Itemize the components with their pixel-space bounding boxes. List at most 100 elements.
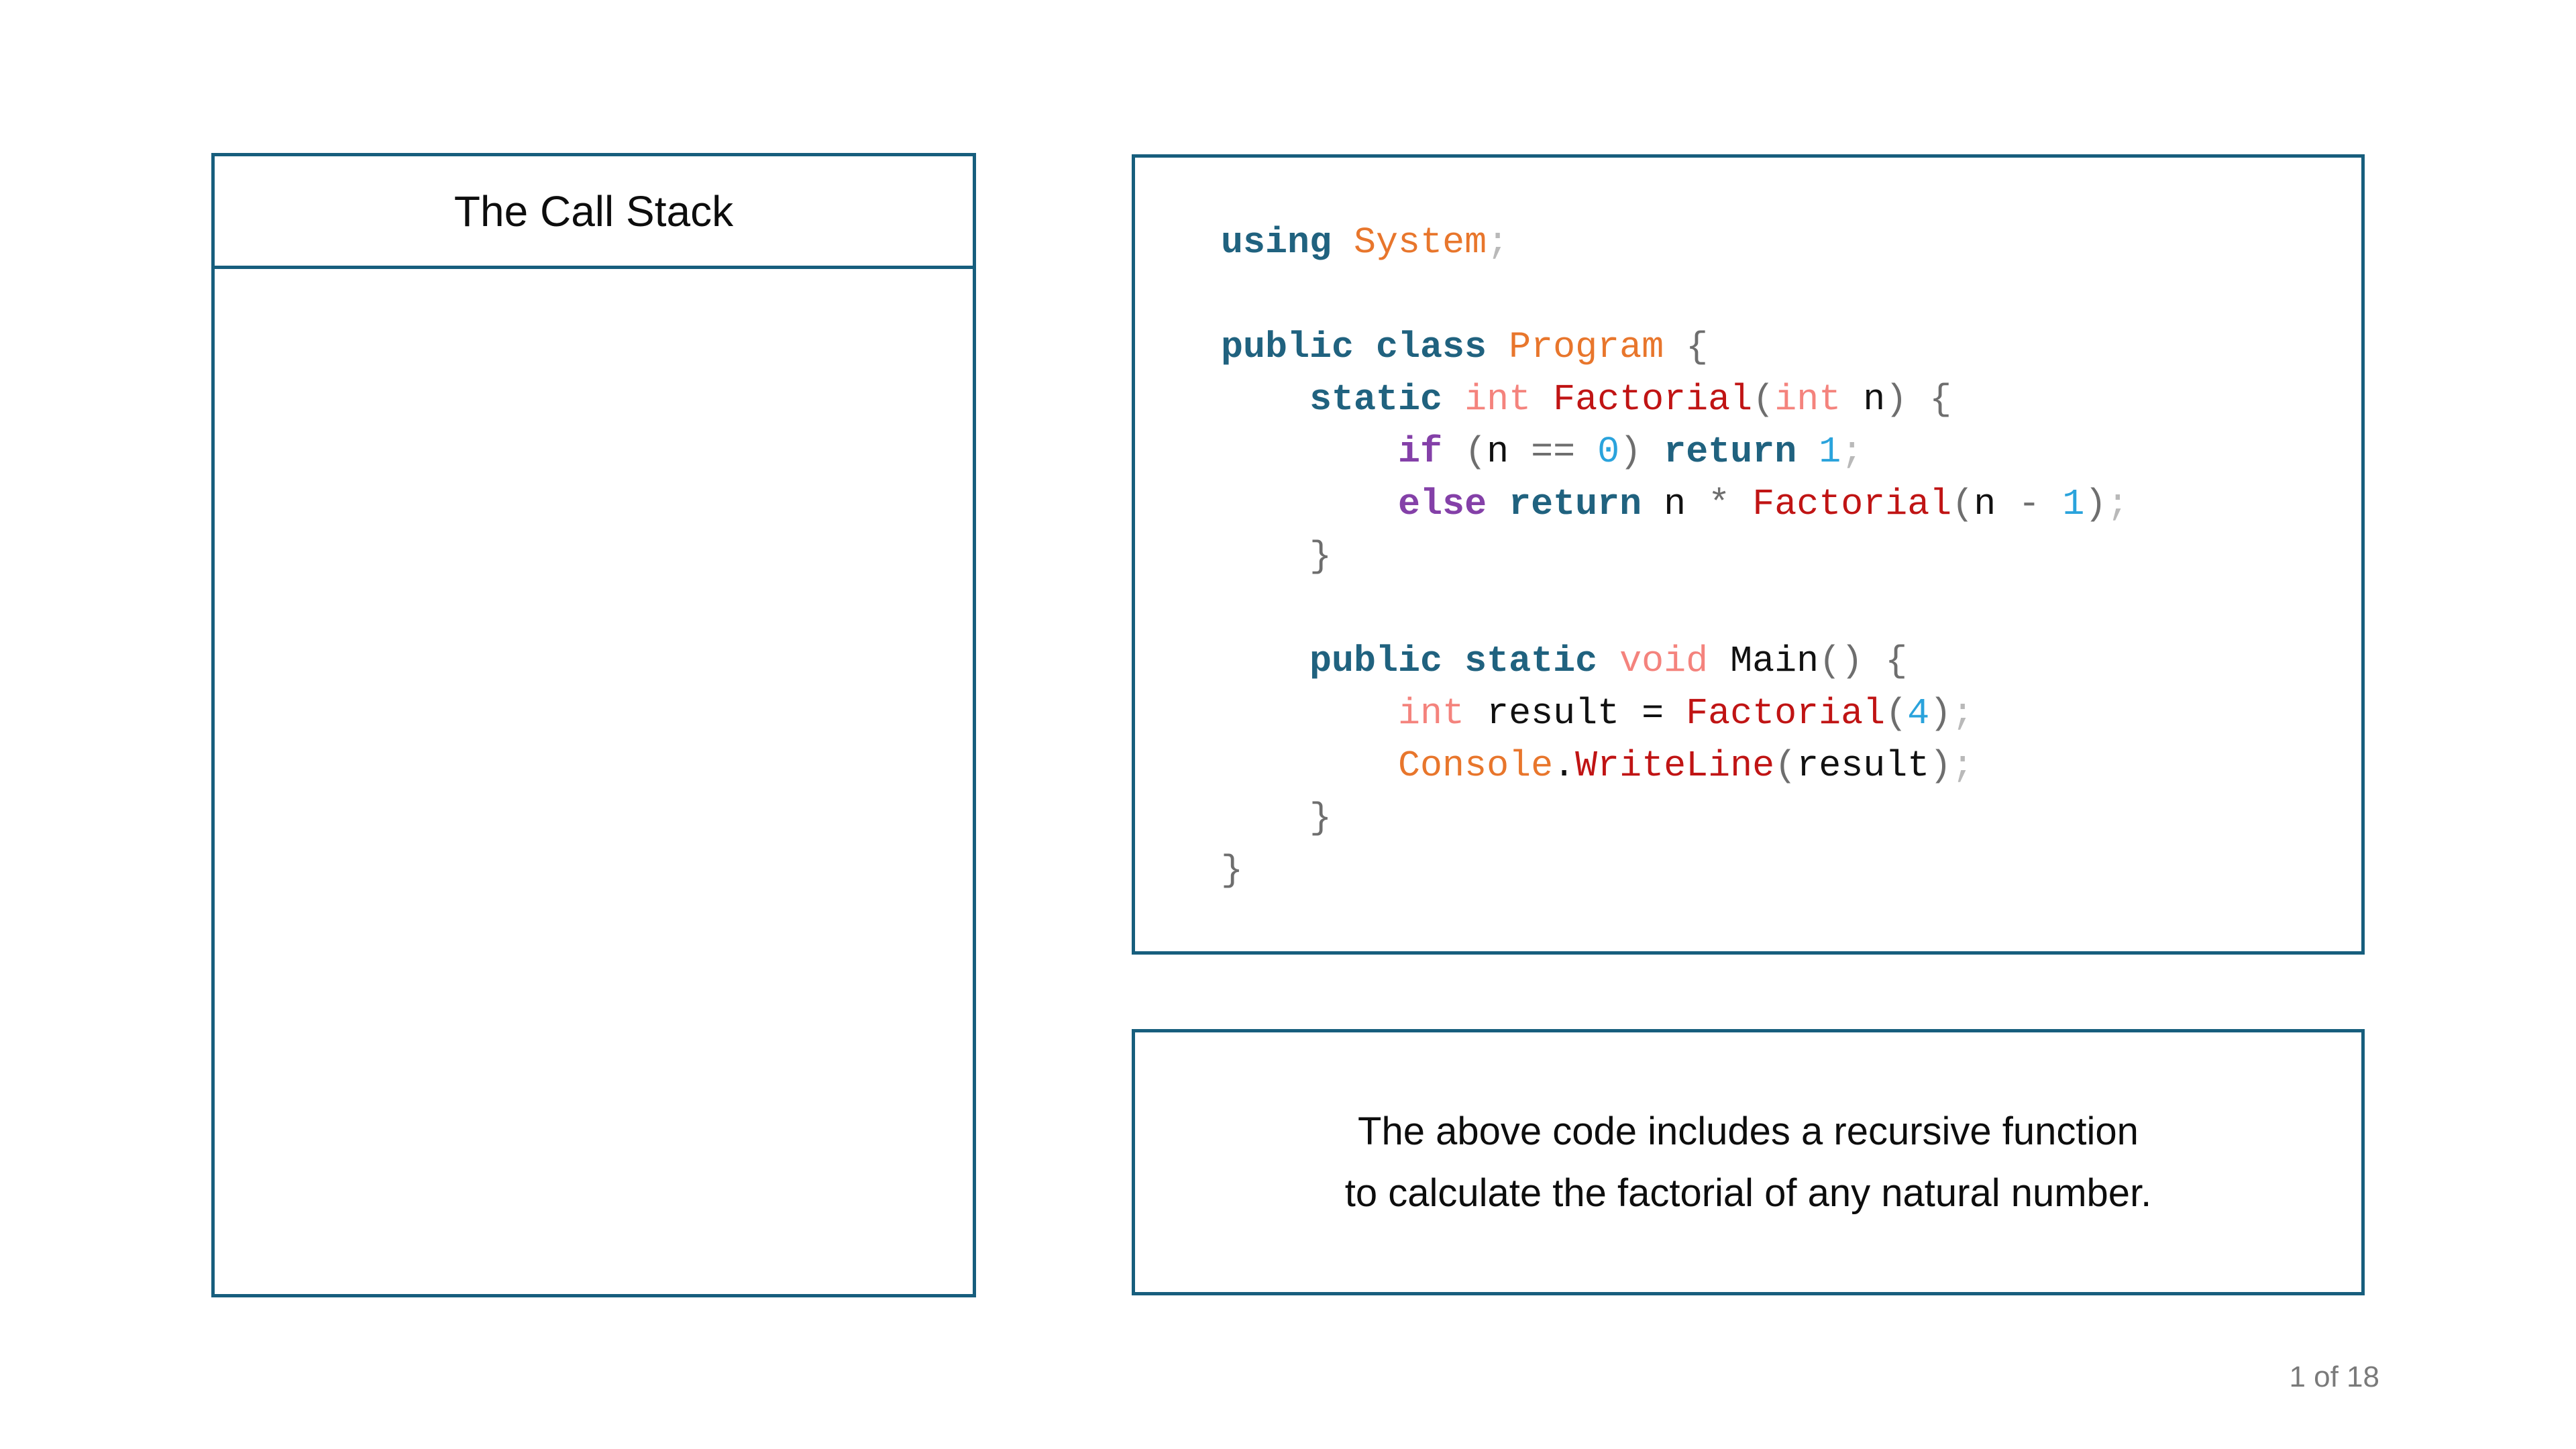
code-line: public static void Main() { (1221, 635, 2361, 688)
code-token-op: ) (1929, 692, 1952, 735)
code-token-semi: ; (1841, 431, 1864, 473)
code-token-semi: ; (1951, 692, 1974, 735)
code-token-plain: n (1974, 483, 1996, 525)
code-block: using System; public class Program { sta… (1135, 158, 2361, 897)
code-token-semi: ; (1951, 745, 1974, 787)
code-token-plain (1597, 640, 1619, 682)
code-token-plain (1221, 535, 1309, 578)
code-token-op: { (1929, 378, 1952, 421)
code-token-type: void (1619, 640, 1709, 682)
code-token-kw: public class (1221, 326, 1487, 368)
code-token-op: ) (2084, 483, 2107, 525)
code-token-plain (1442, 378, 1464, 421)
code-token-plain (1509, 431, 1531, 473)
code-token-op: } (1221, 849, 1244, 892)
code-token-op: { (1885, 640, 1908, 682)
code-token-plain: Main (1708, 640, 1819, 682)
caption-line-2: to calculate the factorial of any natura… (1344, 1171, 2152, 1215)
code-token-op: * (1708, 483, 1731, 525)
code-token-type: int (1398, 692, 1465, 735)
code-line: using System; (1221, 217, 2361, 269)
code-token-kw: static (1309, 378, 1443, 421)
code-token-op: { (1686, 326, 1709, 368)
code-token-fn: Factorial (1553, 378, 1753, 421)
code-token-num: 0 (1597, 431, 1620, 473)
call-stack-header: The Call Stack (215, 156, 973, 269)
code-token-kw: public static (1309, 640, 1598, 682)
code-token-kw: using (1221, 221, 1332, 264)
code-token-plain (1907, 378, 1929, 421)
code-token-op: ) (1885, 378, 1908, 421)
code-token-op: } (1309, 797, 1332, 839)
call-stack-panel: The Call Stack (211, 153, 976, 1297)
code-token-plain (1332, 221, 1354, 264)
code-token-kw: return (1664, 431, 1797, 473)
code-token-semi: ; (2106, 483, 2129, 525)
code-token-ns: Program (1509, 326, 1664, 368)
code-token-fn: Factorial (1686, 692, 1886, 735)
code-token-plain (1221, 640, 1309, 682)
code-token-plain (1221, 431, 1398, 473)
code-token-plain (1642, 431, 1664, 473)
code-line: if (n == 0) return 1; (1221, 426, 2361, 478)
code-token-op: } (1309, 535, 1332, 578)
code-token-fn: Factorial (1752, 483, 1952, 525)
code-token-plain: n (1841, 378, 1886, 421)
code-line: Console.WriteLine(result); (1221, 740, 2361, 792)
code-token-ctrl: else (1398, 483, 1487, 525)
code-token-num: 1 (2062, 483, 2085, 525)
call-stack-empty-area (215, 269, 973, 1291)
code-line (1221, 583, 2361, 635)
code-line: else return n * Factorial(n - 1); (1221, 478, 2361, 531)
code-token-plain (1221, 483, 1398, 525)
code-token-plain (1487, 326, 1509, 368)
code-token-plain: n (1487, 431, 1509, 473)
code-token-ns: System (1354, 221, 1487, 264)
code-token-plain (1996, 483, 2018, 525)
code-token-op: == (1531, 431, 1576, 473)
code-token-plain (1442, 431, 1464, 473)
code-token-plain (1531, 378, 1553, 421)
code-token-num: 1 (1819, 431, 1841, 473)
code-token-op: ) (1929, 745, 1952, 787)
code-token-plain (1664, 326, 1686, 368)
code-token-plain: . (1553, 745, 1576, 787)
code-token-plain (1863, 640, 1885, 682)
code-token-plain (1730, 483, 1752, 525)
code-token-plain (1221, 692, 1398, 735)
code-token-fn: WriteLine (1575, 745, 1775, 787)
code-line: int result = Factorial(4); (1221, 688, 2361, 740)
caption-panel: The above code includes a recursive func… (1132, 1029, 2365, 1295)
code-token-op: ( (1752, 378, 1775, 421)
code-line: public class Program { (1221, 321, 2361, 374)
code-line: } (1221, 531, 2361, 583)
code-token-op: ( (1464, 431, 1487, 473)
code-line: } (1221, 792, 2361, 845)
code-token-kw: return (1509, 483, 1642, 525)
code-token-plain: n (1642, 483, 1709, 525)
page-indicator: 1 of 18 (2289, 1360, 2379, 1393)
code-token-plain (2040, 483, 2062, 525)
code-token-ctrl: if (1398, 431, 1443, 473)
code-token-op: - (2018, 483, 2041, 525)
code-token-type: int (1774, 378, 1841, 421)
code-token-plain (1796, 431, 1819, 473)
code-token-type: int (1464, 378, 1532, 421)
code-token-plain (1575, 431, 1597, 473)
call-stack-title: The Call Stack (453, 186, 734, 235)
code-token-op: ) (1619, 431, 1642, 473)
code-token-plain (1221, 797, 1309, 839)
code-token-plain: result (1796, 745, 1930, 787)
code-token-op: ( (1885, 692, 1908, 735)
code-token-plain (1487, 483, 1509, 525)
code-token-plain (1221, 745, 1398, 787)
code-line: } (1221, 845, 2361, 897)
code-token-ns: Console (1398, 745, 1554, 787)
code-panel: using System; public class Program { sta… (1132, 154, 2365, 955)
code-token-plain: result = (1464, 692, 1686, 735)
code-token-op: () (1819, 640, 1864, 682)
code-token-num: 4 (1907, 692, 1930, 735)
code-token-semi: ; (1487, 221, 1509, 264)
code-token-op: ( (1774, 745, 1797, 787)
